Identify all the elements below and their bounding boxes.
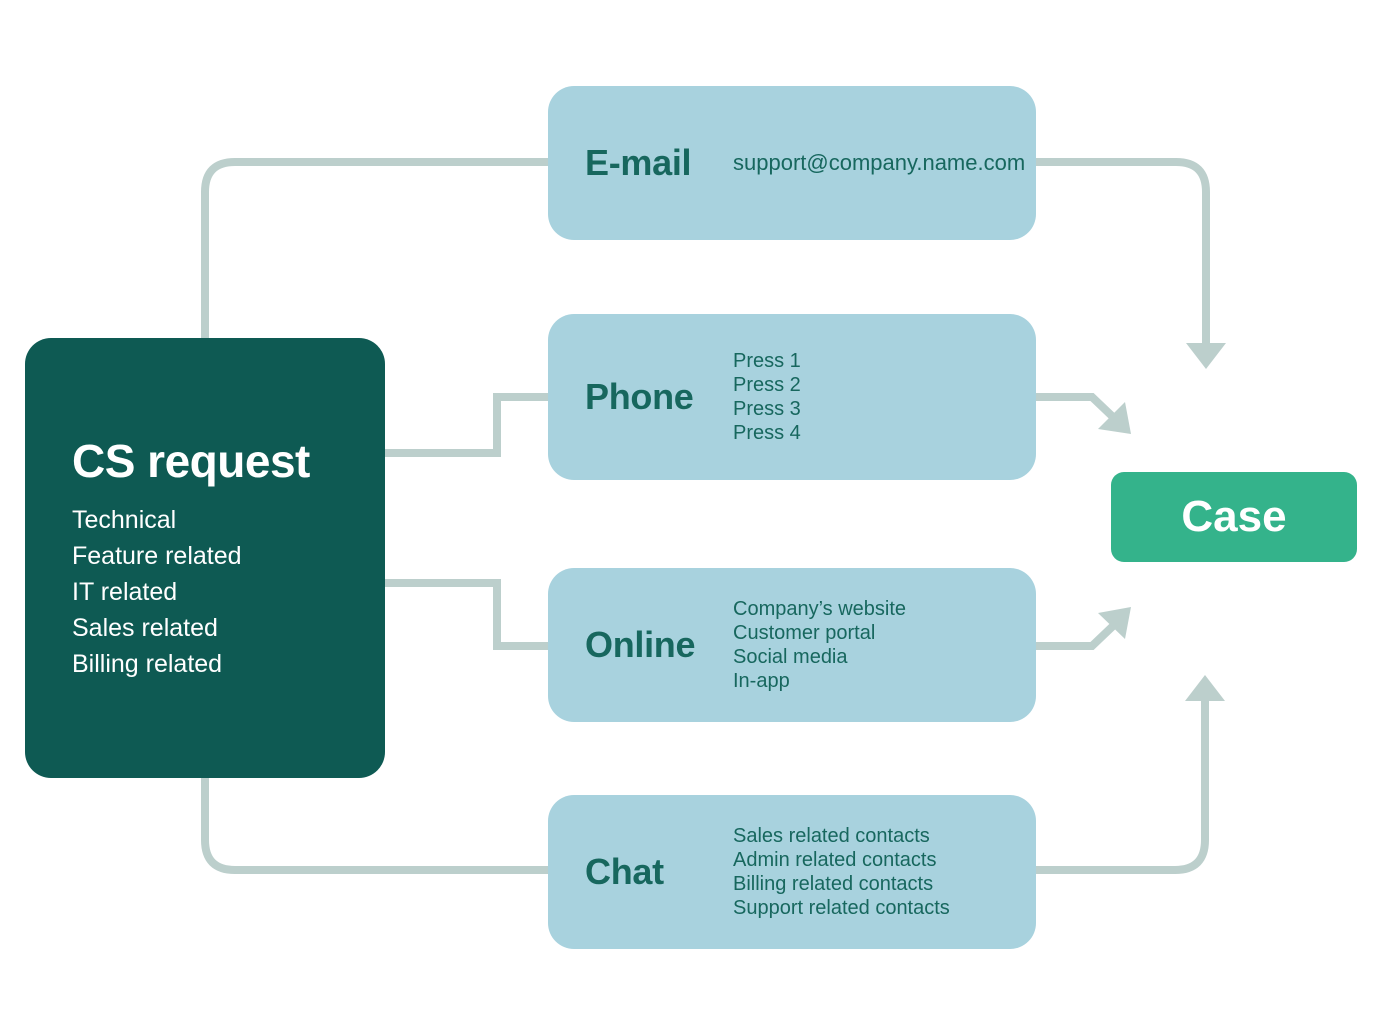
channel-title-phone: Phone — [585, 376, 694, 417]
connector-email-to-case — [1036, 158, 1210, 346]
channel-detail: Sales related contacts — [733, 825, 930, 847]
channel-box-chat: Chat Sales related contacts Admin relate… — [548, 795, 1036, 949]
connector-cs-to-online — [385, 579, 548, 650]
connector-phone-to-case — [1036, 393, 1116, 420]
connector-chat-to-case — [1036, 698, 1209, 874]
channel-detail: Press 2 — [733, 374, 801, 396]
cs-request-box: CS request Technical Feature related IT … — [25, 338, 385, 778]
arrowhead-email-down-icon — [1186, 343, 1226, 369]
channel-details-chat: Sales related contacts Admin related con… — [733, 824, 950, 920]
channel-details-online: Company’s website Customer portal Social… — [733, 597, 906, 693]
channel-detail: Press 1 — [733, 350, 801, 372]
channel-title-chat: Chat — [585, 851, 664, 892]
cs-request-item: Billing related — [72, 650, 223, 678]
channel-detail: support@company.name.com — [733, 150, 1026, 175]
cs-request-list: Technical Feature related IT related Sal… — [72, 502, 355, 682]
channel-detail: In-app — [733, 670, 790, 692]
arrowhead-phone-diagonal-icon — [1098, 402, 1131, 434]
arrowhead-online-diagonal-icon — [1098, 607, 1131, 639]
connector-cs-to-chat — [201, 764, 548, 874]
cs-request-item: Technical — [72, 506, 177, 534]
cs-request-title: CS request — [72, 435, 310, 487]
connector-online-to-case — [1036, 623, 1116, 650]
case-box: Case — [1111, 472, 1357, 562]
channel-detail: Company’s website — [733, 598, 907, 620]
cs-request-item: IT related — [72, 578, 178, 606]
channel-box-online: Online Company’s website Customer portal… — [548, 568, 1036, 722]
channel-detail: Customer portal — [733, 622, 876, 644]
channel-detail: Social media — [733, 646, 848, 668]
channel-detail: Press 3 — [733, 398, 801, 420]
channel-details-phone: Press 1 Press 2 Press 3 Press 4 — [733, 349, 801, 445]
channel-box-email: E-mail support@company.name.com — [548, 86, 1036, 240]
cs-request-item: Feature related — [72, 542, 242, 570]
channel-title-online: Online — [585, 624, 696, 665]
channel-details-email: support@company.name.com — [733, 151, 1025, 175]
connector-cs-to-email — [201, 158, 548, 352]
connector-cs-to-phone — [385, 393, 548, 457]
channel-detail: Support related contacts — [733, 897, 950, 919]
channel-detail: Billing related contacts — [733, 873, 934, 895]
channel-detail: Admin related contacts — [733, 849, 937, 871]
case-title: Case — [1181, 492, 1287, 541]
channel-detail: Press 4 — [733, 422, 801, 444]
cs-request-item: Sales related — [72, 614, 218, 642]
channel-title-email: E-mail — [585, 142, 692, 183]
channel-box-phone: Phone Press 1 Press 2 Press 3 Press 4 — [548, 314, 1036, 480]
arrowhead-chat-up-icon — [1185, 675, 1225, 701]
